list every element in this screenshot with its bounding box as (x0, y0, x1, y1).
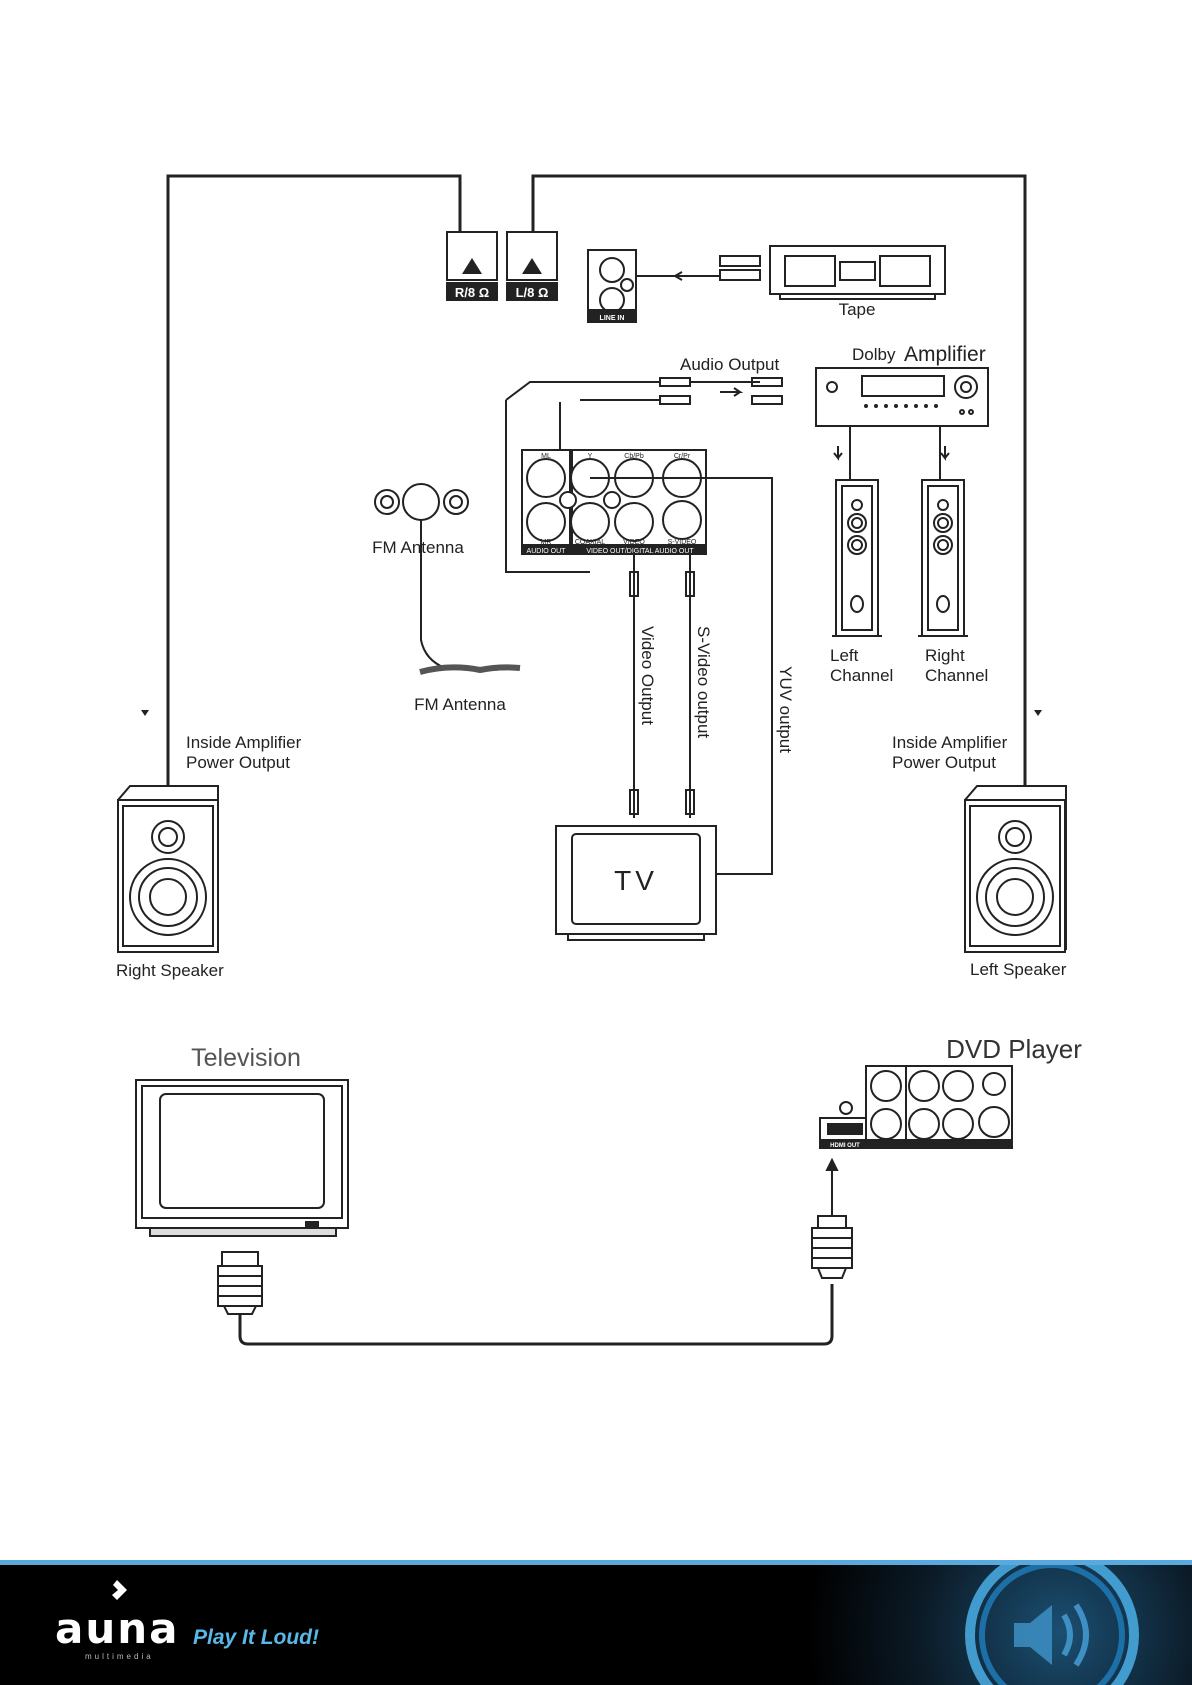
amplifier-name: Amplifier (904, 343, 986, 366)
yuv-output-label: YUV output (776, 666, 795, 753)
dolby-amplifier (815, 367, 989, 427)
port-ml: ML (541, 453, 551, 460)
right-channel-speaker (918, 479, 968, 637)
video-out-label: VIDEO OUT/DIGITAL AUDIO OUT (586, 548, 694, 555)
right-channel-line2: Channel (925, 666, 988, 685)
arrow-down-icon (141, 704, 149, 716)
brand: auna multimedia Play It Loud! (55, 1580, 355, 1661)
tv-label: TV (614, 865, 658, 896)
fm-antenna-jack-label: FM Antenna (372, 538, 464, 557)
svideo-output-label: S-Video output (694, 626, 713, 738)
port-cb: Cb/Pb (624, 453, 644, 460)
terminal-left-label: L/8 Ω (516, 285, 549, 300)
fm-antenna-jack (374, 483, 469, 521)
terminal-right (446, 231, 498, 301)
dvd-player-title: DVD Player (946, 1034, 1082, 1064)
tape-label: Tape (839, 300, 876, 319)
audio-output-label: Audio Output (680, 355, 780, 374)
left-channel-line1: Left (830, 646, 859, 665)
amplifier-prefix: Dolby (852, 345, 896, 364)
footer-bar: auna multimedia Play It Loud! (0, 1560, 1192, 1685)
port-cr: Cr/Pr (674, 453, 691, 460)
terminal-right-label: R/8 Ω (455, 285, 489, 300)
left-speaker (964, 785, 1067, 953)
right-speaker-note2: Power Output (186, 753, 290, 772)
left-channel-speaker (832, 479, 882, 637)
fm-antenna-wire (419, 664, 521, 675)
tv-set (555, 825, 717, 941)
left-speaker-label: Left Speaker (970, 960, 1067, 979)
television-title: Television (191, 1044, 301, 1072)
left-speaker-note1: Inside Amplifier (892, 733, 1008, 752)
left-speaker-note2: Power Output (892, 753, 996, 772)
port-mr: MR (541, 539, 552, 546)
footer-accent-stripe (0, 1560, 1192, 1565)
speaker-glow-icon (965, 1565, 1139, 1685)
auna-logo-text: auna (55, 1604, 180, 1653)
right-speaker-label: Right Speaker (116, 961, 224, 980)
audio-out-label: AUDIO OUT (527, 548, 567, 555)
fm-antenna-wire-label: FM Antenna (414, 695, 506, 714)
dvd-player-panel (819, 1065, 1013, 1149)
line-in-label: LINE IN (600, 315, 625, 322)
right-speaker-wire (166, 174, 462, 790)
left-speaker-wire (531, 174, 1027, 790)
video-output-label: Video Output (638, 626, 657, 725)
auna-logo-subtitle: multimedia (85, 1652, 154, 1661)
right-speaker-note1: Inside Amplifier (186, 733, 302, 752)
rear-panel (505, 400, 707, 573)
port-coaxial: COAXIAL (575, 539, 605, 546)
tape-deck (769, 245, 946, 300)
slogan: Play It Loud! (193, 1626, 319, 1649)
left-channel-line2: Channel (830, 666, 893, 685)
auna-logo-icon (112, 1580, 127, 1600)
hdmi-out-label: HDMI OUT (830, 1143, 860, 1149)
right-channel-line1: Right (925, 646, 965, 665)
port-y: Y (588, 453, 593, 460)
arrow-up-icon (825, 1157, 839, 1216)
arrow-down-icon (1034, 704, 1042, 716)
line-in-jack (587, 249, 637, 323)
port-video: VIDEO (623, 539, 645, 546)
connection-diagram: R/8 Ω L/8 Ω LINE IN Tape (116, 174, 1082, 1346)
arrow-left-icon (674, 271, 695, 281)
port-svideo: S-VIDEO (668, 539, 697, 546)
right-speaker (117, 785, 219, 953)
television (135, 1079, 349, 1237)
speaker-graphic (752, 1565, 1192, 1685)
terminal-left (506, 231, 558, 301)
